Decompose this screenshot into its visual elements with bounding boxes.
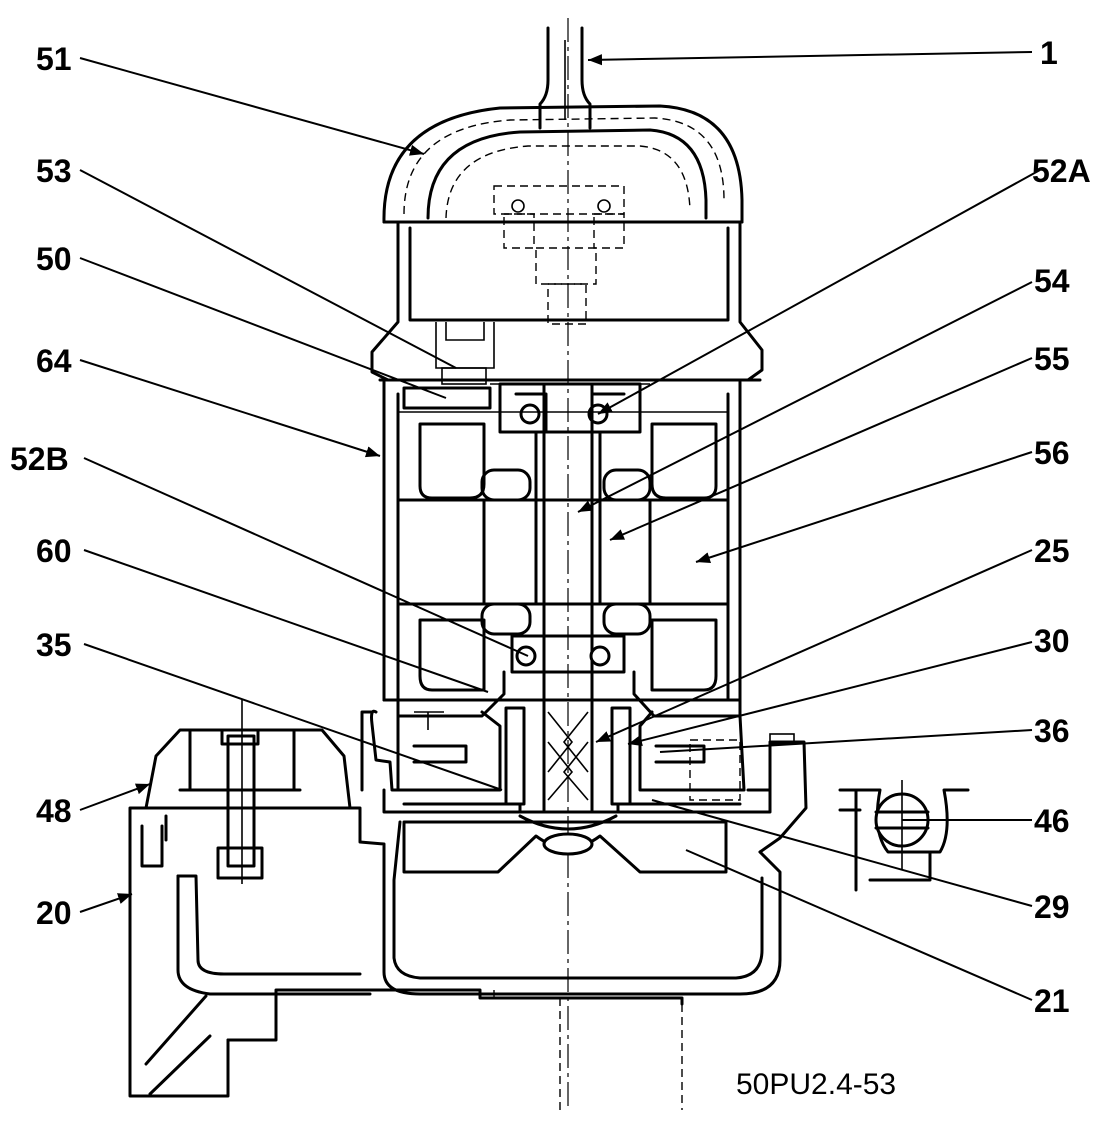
- terminal-assembly: [402, 322, 495, 410]
- callout-20: 20: [36, 895, 72, 931]
- callout-36: 36: [1034, 713, 1070, 749]
- callout-60: 60: [36, 533, 72, 569]
- callout-25: 25: [1034, 533, 1070, 569]
- power-cable: [538, 26, 592, 130]
- casing-cover: [360, 710, 808, 854]
- discharge-bracket: [144, 700, 352, 884]
- callout-21: 21: [1034, 983, 1070, 1019]
- upper-bearing-housing: [490, 382, 650, 434]
- callout-labels: 1 51 53 52A 50 54 64 55 52B 56 60 25 35 …: [10, 35, 1091, 1019]
- lifting-handle: [382, 104, 744, 224]
- callout-35: 35: [36, 627, 72, 663]
- callout-46: 46: [1034, 803, 1070, 839]
- callout-48: 48: [36, 793, 72, 829]
- mechanical-seal-chamber: [370, 706, 746, 806]
- callout-52a: 52A: [1032, 153, 1091, 189]
- figure-caption: 50PU2.4-53: [736, 1068, 896, 1101]
- callout-64: 64: [36, 343, 72, 379]
- callout-54: 54: [1034, 263, 1070, 299]
- callout-52b: 52B: [10, 441, 69, 477]
- callout-50: 50: [36, 241, 72, 277]
- guide-rail-holder: [838, 780, 970, 892]
- pump-drawing: [128, 18, 970, 1110]
- callout-30: 30: [1034, 623, 1070, 659]
- impeller: [402, 814, 728, 874]
- rotor-shaft: [534, 382, 602, 812]
- callout-55: 55: [1034, 341, 1070, 377]
- pump-casing: [128, 806, 782, 1110]
- callout-53: 53: [36, 153, 72, 189]
- callout-56: 56: [1034, 435, 1070, 471]
- lower-bearing: [396, 634, 742, 718]
- callout-leaders: [79, 51, 1041, 1001]
- callout-29: 29: [1034, 889, 1070, 925]
- motor-top-cover: [370, 185, 764, 382]
- motor-frame: [382, 380, 742, 702]
- stator-windings: [396, 422, 730, 692]
- callout-51: 51: [36, 41, 72, 77]
- callout-1: 1: [1040, 35, 1058, 71]
